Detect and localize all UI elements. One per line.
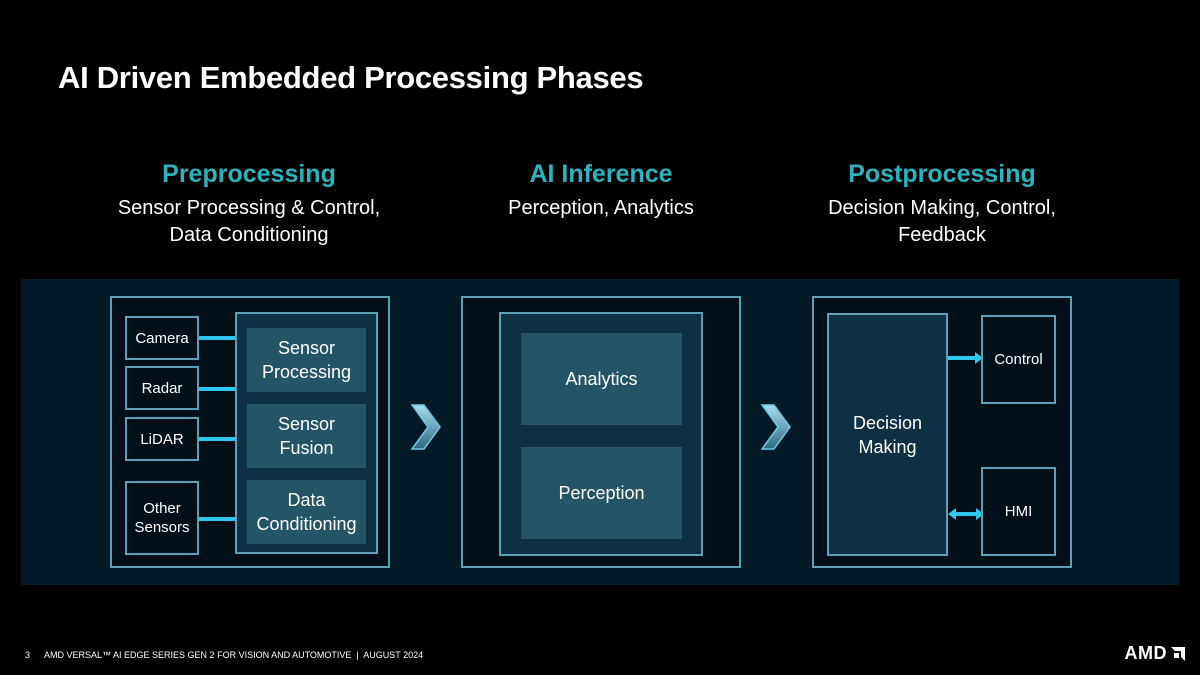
phase-subtitle-line: Perception, Analytics — [508, 197, 694, 219]
slide-title: AI Driven Embedded Processing Phases — [58, 60, 644, 95]
sensor-lidar: LiDAR — [125, 417, 199, 461]
postprocessing-panel: Decision Making Control HMI — [812, 296, 1072, 568]
footer-text: AMD VERSAL™ AI EDGE SERIES GEN 2 FOR VIS… — [44, 650, 424, 660]
phase-subtitle-line: Data Conditioning — [169, 224, 329, 246]
block-perception: Perception — [521, 447, 682, 539]
block-analytics: Analytics — [521, 333, 682, 425]
sensor-other: Other Sensors — [125, 481, 199, 555]
phase-header-postprocessing: Postprocessing Decision Making, Control,… — [762, 158, 1122, 249]
arrow-to-control — [948, 352, 983, 364]
block-sensor-processing: Sensor Processing — [247, 328, 366, 392]
phase-subtitle: Decision Making, Control, Feedback — [762, 195, 1122, 249]
amd-arrow-icon — [1171, 646, 1185, 661]
phase-title: Postprocessing — [848, 160, 1036, 188]
phase-title: Preprocessing — [162, 160, 336, 188]
page-number: 3 — [25, 650, 31, 660]
phase-subtitle-line: Decision Making, Control, — [828, 197, 1056, 219]
phase-title: AI Inference — [529, 160, 673, 188]
ai-inference-panel: Analytics Perception — [461, 296, 741, 568]
block-sensor-fusion: Sensor Fusion — [247, 404, 366, 468]
phase-header-preprocessing: Preprocessing Sensor Processing & Contro… — [69, 158, 429, 249]
block-control: Control — [981, 315, 1056, 404]
phase-header-ai-inference: AI Inference Perception, Analytics — [421, 158, 781, 222]
block-hmi: HMI — [981, 467, 1056, 556]
phase-subtitle: Sensor Processing & Control, Data Condit… — [69, 195, 429, 249]
phase-subtitle-line: Sensor Processing & Control, — [117, 197, 381, 219]
sensor-radar: Radar — [125, 366, 199, 410]
block-decision-making: Decision Making — [827, 313, 948, 556]
block-data-conditioning: Data Conditioning — [247, 480, 366, 544]
amd-logo: AMD — [1125, 643, 1187, 664]
chevron-right-icon — [410, 404, 441, 450]
phase-subtitle: Perception, Analytics — [421, 195, 781, 222]
footer: 3 AMD VERSAL™ AI EDGE SERIES GEN 2 FOR V… — [25, 650, 423, 660]
logo-text: AMD — [1124, 643, 1167, 663]
phase-subtitle-line: Feedback — [898, 224, 986, 246]
preprocessing-panel: Camera Radar LiDAR Other Sensors Sensor … — [110, 296, 390, 568]
arrow-hmi-bidirectional — [948, 508, 984, 520]
chevron-right-icon — [760, 404, 791, 450]
sensor-camera: Camera — [125, 316, 199, 360]
